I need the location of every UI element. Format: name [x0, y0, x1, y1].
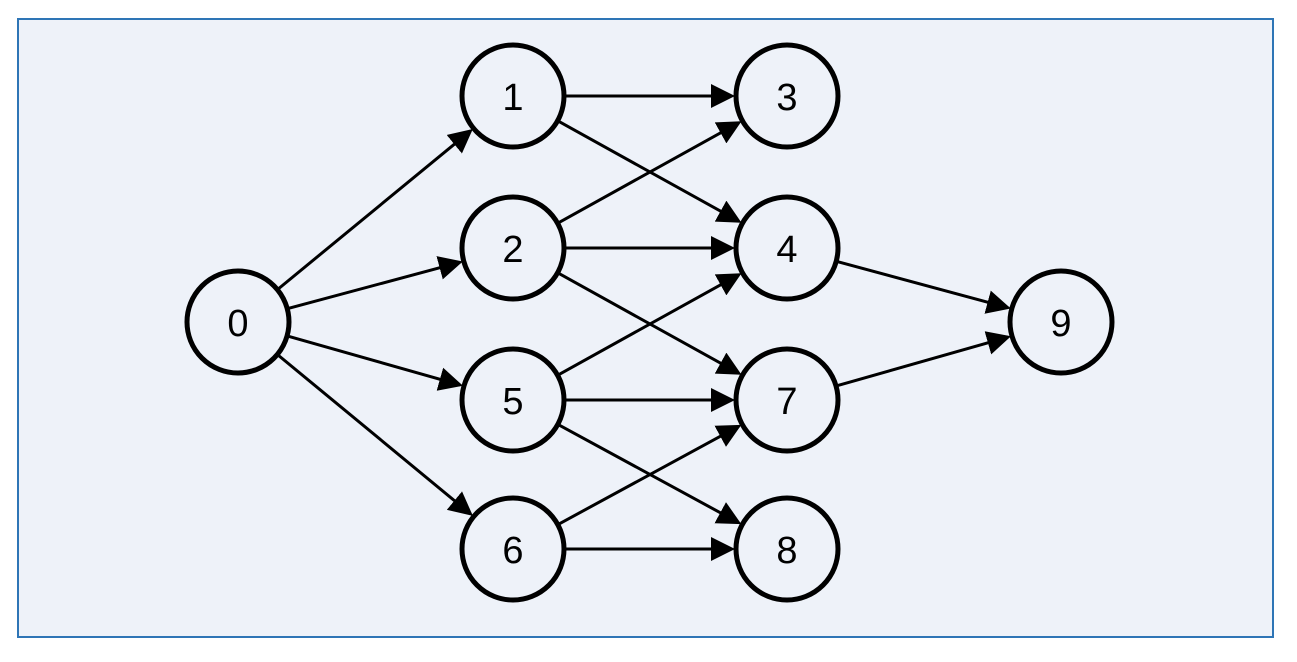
- node-circle: [459, 495, 567, 603]
- edge-4-to-9: [837, 260, 1011, 314]
- node-circle: [733, 42, 841, 150]
- node-circle: [459, 194, 567, 302]
- edge-0-to-1: [277, 129, 473, 290]
- node-circle: [1007, 268, 1115, 376]
- node-label: 2: [502, 229, 523, 271]
- node-label: 0: [227, 303, 248, 345]
- node-circle: [459, 346, 567, 454]
- node-4: 4: [733, 194, 841, 302]
- edge-0-to-2: [288, 256, 463, 310]
- node-label: 3: [776, 77, 797, 119]
- node-circle: [733, 194, 841, 302]
- edge-0-to-5: [288, 335, 463, 391]
- edge-7-to-9: [837, 331, 1011, 387]
- edge-5-to-4: [558, 273, 742, 376]
- nodes-layer: 0 1 2 3 4 5 6 7 8 9: [184, 42, 1115, 603]
- node-8: 8: [733, 495, 841, 603]
- node-circle: [459, 42, 567, 150]
- node-2: 2: [459, 194, 567, 302]
- edge-0-to-6: [277, 354, 473, 516]
- node-label: 7: [776, 381, 797, 423]
- node-label: 6: [502, 530, 523, 572]
- node-circle: [733, 346, 841, 454]
- edges-layer: [277, 84, 1011, 561]
- node-6: 6: [459, 495, 567, 603]
- node-label: 5: [502, 381, 523, 423]
- node-label: 4: [776, 229, 797, 271]
- node-0: 0: [184, 268, 292, 376]
- node-label: 9: [1050, 303, 1071, 345]
- node-circle: [733, 495, 841, 603]
- edge-6-to-7: [558, 424, 742, 525]
- node-5: 5: [459, 346, 567, 454]
- node-9: 9: [1007, 268, 1115, 376]
- edge-2-to-3: [558, 121, 742, 224]
- node-7: 7: [733, 346, 841, 454]
- node-3: 3: [733, 42, 841, 150]
- node-circle: [184, 268, 292, 376]
- node-1: 1: [459, 42, 567, 150]
- node-label: 1: [502, 77, 523, 119]
- node-label: 8: [776, 530, 797, 572]
